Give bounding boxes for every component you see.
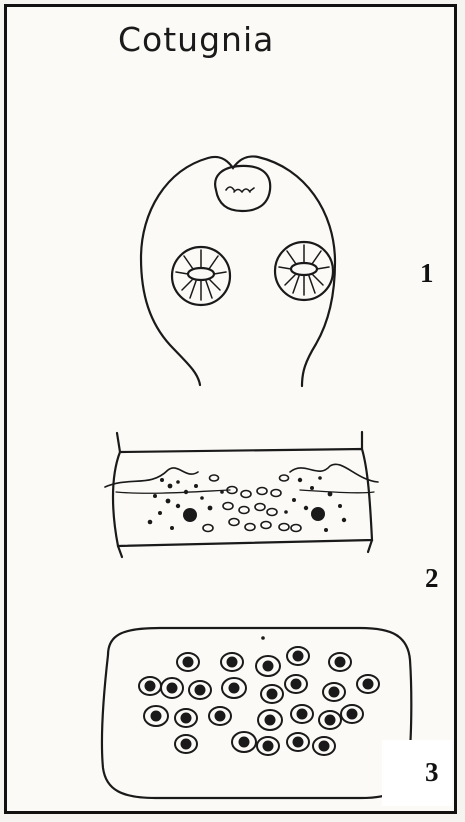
segment-left-top-line	[117, 433, 120, 452]
figure-label-2: 2	[425, 563, 439, 594]
uterus-wavy-line	[105, 464, 378, 487]
sucker-left	[172, 247, 230, 305]
sucker-right	[275, 242, 333, 300]
tiny-dot	[261, 636, 265, 640]
figure-label-3: 3	[425, 757, 439, 788]
capsule-row-2	[139, 675, 379, 703]
proglottid-figure	[105, 432, 378, 557]
egg-rings	[203, 475, 301, 532]
figure-label-1: 1	[420, 258, 434, 289]
scolex-figure	[141, 156, 335, 386]
gravid-segment-outline	[102, 628, 411, 798]
egg-capsules	[139, 647, 379, 755]
rostellum	[215, 166, 270, 211]
rostellum-hooks	[226, 187, 254, 192]
gravid-segment-figure	[102, 628, 411, 798]
scolex-outline	[141, 156, 335, 386]
label-3-background	[382, 740, 452, 806]
capsule-row-1	[177, 647, 351, 676]
capsule-row-4	[175, 732, 335, 755]
segment-outline	[113, 449, 372, 546]
capsule-row-3	[144, 705, 363, 730]
segment-right-bottom-line	[368, 540, 372, 552]
segment-left-bottom-line	[118, 546, 122, 557]
